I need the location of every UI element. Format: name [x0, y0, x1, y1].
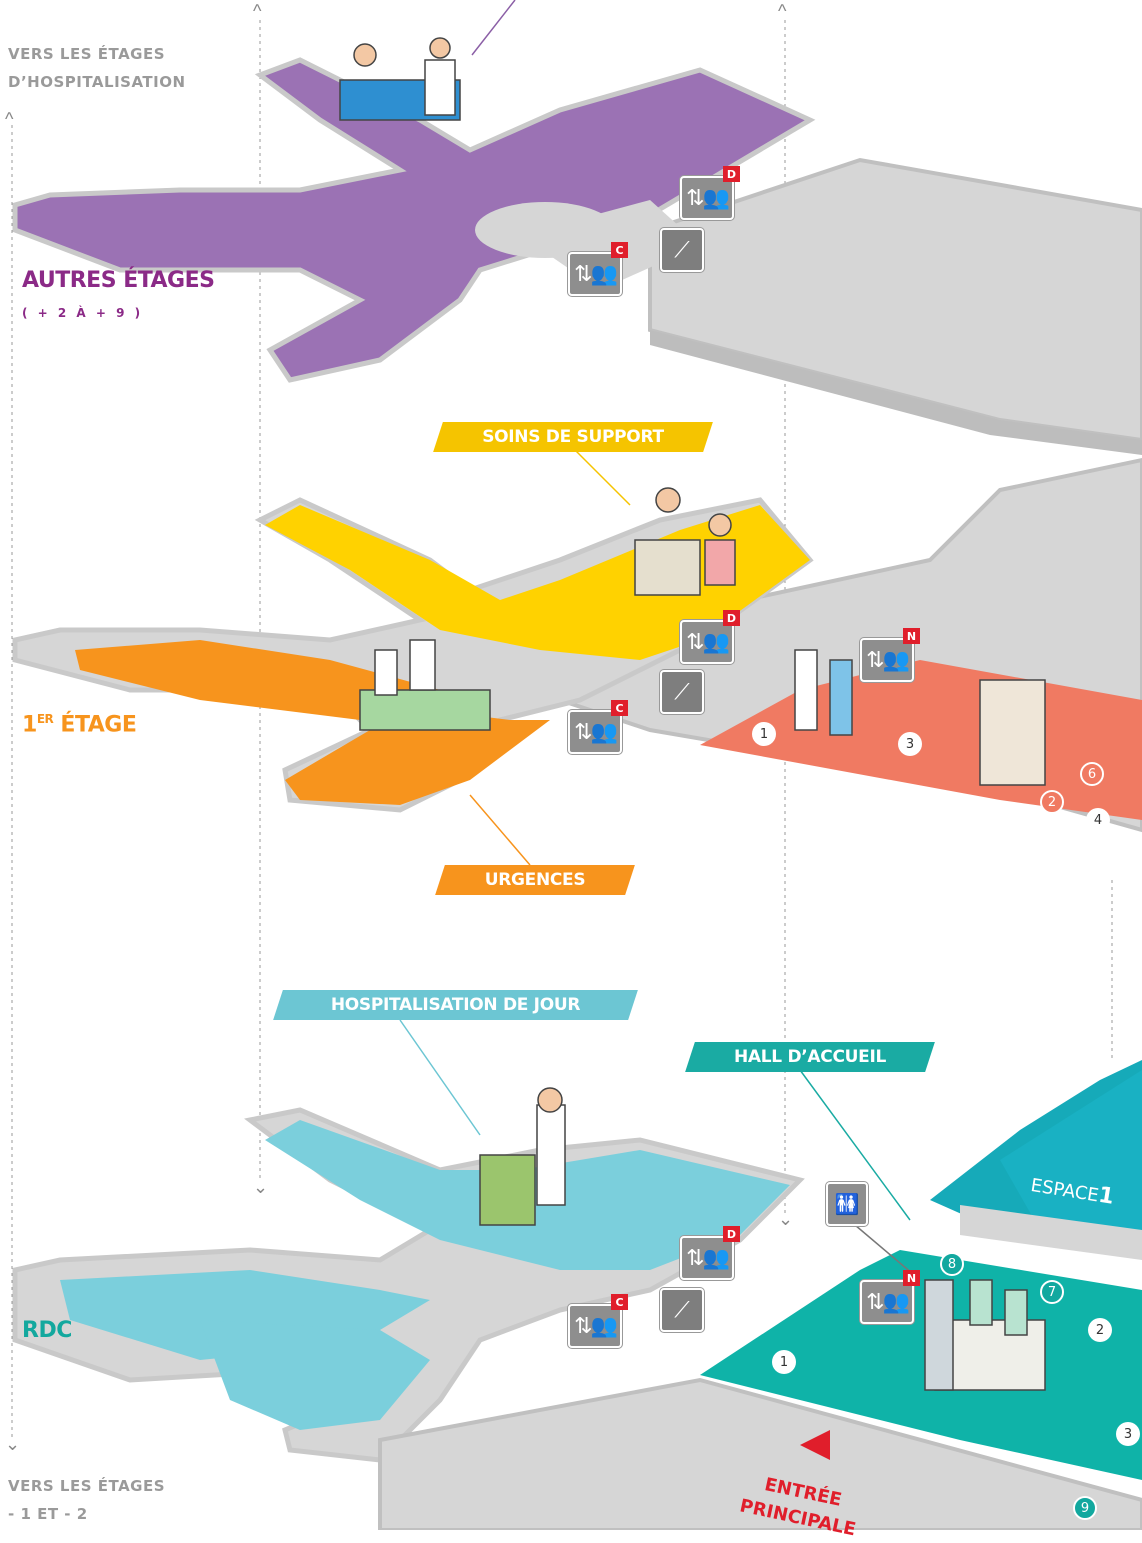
arrow-up-icon: ^: [778, 1, 787, 21]
lower-direction-note: VERS LES ÉTAGES - 1 ET - 2: [8, 1477, 166, 1523]
elevator-icon: ⇅👥D: [680, 166, 740, 220]
reception-desk-illustration: [924, 1279, 1046, 1391]
ground-floor-title: RDC: [22, 1318, 72, 1343]
stairs-icon: ⟋: [660, 228, 704, 272]
zone-number-badge: 3: [898, 732, 922, 756]
zone-number-badge: 9: [1073, 1496, 1097, 1520]
stairs-icon: ⟋: [660, 1288, 704, 1332]
upper-direction-note: VERS LES ÉTAGES D’HOSPITALISATION: [8, 45, 186, 91]
hall-accueil-tag: HALL D’ACCUEIL: [685, 1042, 935, 1072]
first-floor-plan: [12, 457, 1142, 833]
first-floor-title: 1ER ÉTAGE: [22, 712, 137, 738]
elevator-icon: ⇅👥C: [568, 700, 628, 754]
zone-number-badge: 1: [752, 722, 776, 746]
soins-support-tag: SOINS DE SUPPORT: [433, 422, 713, 452]
day-hospital-illustration: [479, 1087, 566, 1226]
upper-floors-title: AUTRES ÉTAGES: [22, 268, 215, 293]
elevator-icon: ⇅👥N: [860, 1270, 920, 1324]
arrow-down-icon: ⌄: [5, 1434, 21, 1454]
zone-number-badge: 1: [772, 1350, 796, 1374]
elevator-icon: ⇅👥C: [568, 1294, 628, 1348]
arrow-down-icon: ⌄: [778, 1209, 794, 1229]
support-desk-illustration: [634, 487, 736, 596]
entrance-arrow-icon: [800, 1430, 830, 1460]
arrow-up-icon: ^: [253, 1, 262, 21]
elevator-icon: ⇅👥C: [568, 242, 628, 296]
emergency-stretcher-illustration: [359, 639, 491, 731]
hospitalisation-jour-tag: HOSPITALISATION DE JOUR: [273, 990, 638, 1020]
elevator-icon: ⇅👥D: [680, 1226, 740, 1280]
arrow-up-icon: ^: [5, 109, 14, 129]
toilets-icon: 🚻: [826, 1182, 868, 1226]
consultation-illustration: [794, 649, 1046, 786]
elevator-icon: ⇅👥D: [680, 610, 740, 664]
zone-number-badge: 2: [1088, 1318, 1112, 1342]
patient-bed-illustration: [339, 37, 461, 121]
zone-number-badge: 4: [1086, 808, 1110, 832]
zone-number-badge: 8: [940, 1252, 964, 1276]
zone-number-badge: 2: [1040, 790, 1064, 814]
urgences-tag: URGENCES: [435, 865, 635, 895]
stairs-icon: ⟋: [660, 670, 704, 714]
elevator-icon: ⇅👥N: [860, 628, 920, 682]
zone-number-badge: 7: [1040, 1280, 1064, 1304]
zone-number-badge: 3: [1116, 1422, 1140, 1446]
arrow-down-icon: ⌄: [253, 1177, 269, 1197]
upper-floors-range: ( + 2 À + 9 ): [22, 306, 144, 320]
zone-number-badge: 6: [1080, 762, 1104, 786]
upper-floor-plan: [12, 57, 1142, 455]
